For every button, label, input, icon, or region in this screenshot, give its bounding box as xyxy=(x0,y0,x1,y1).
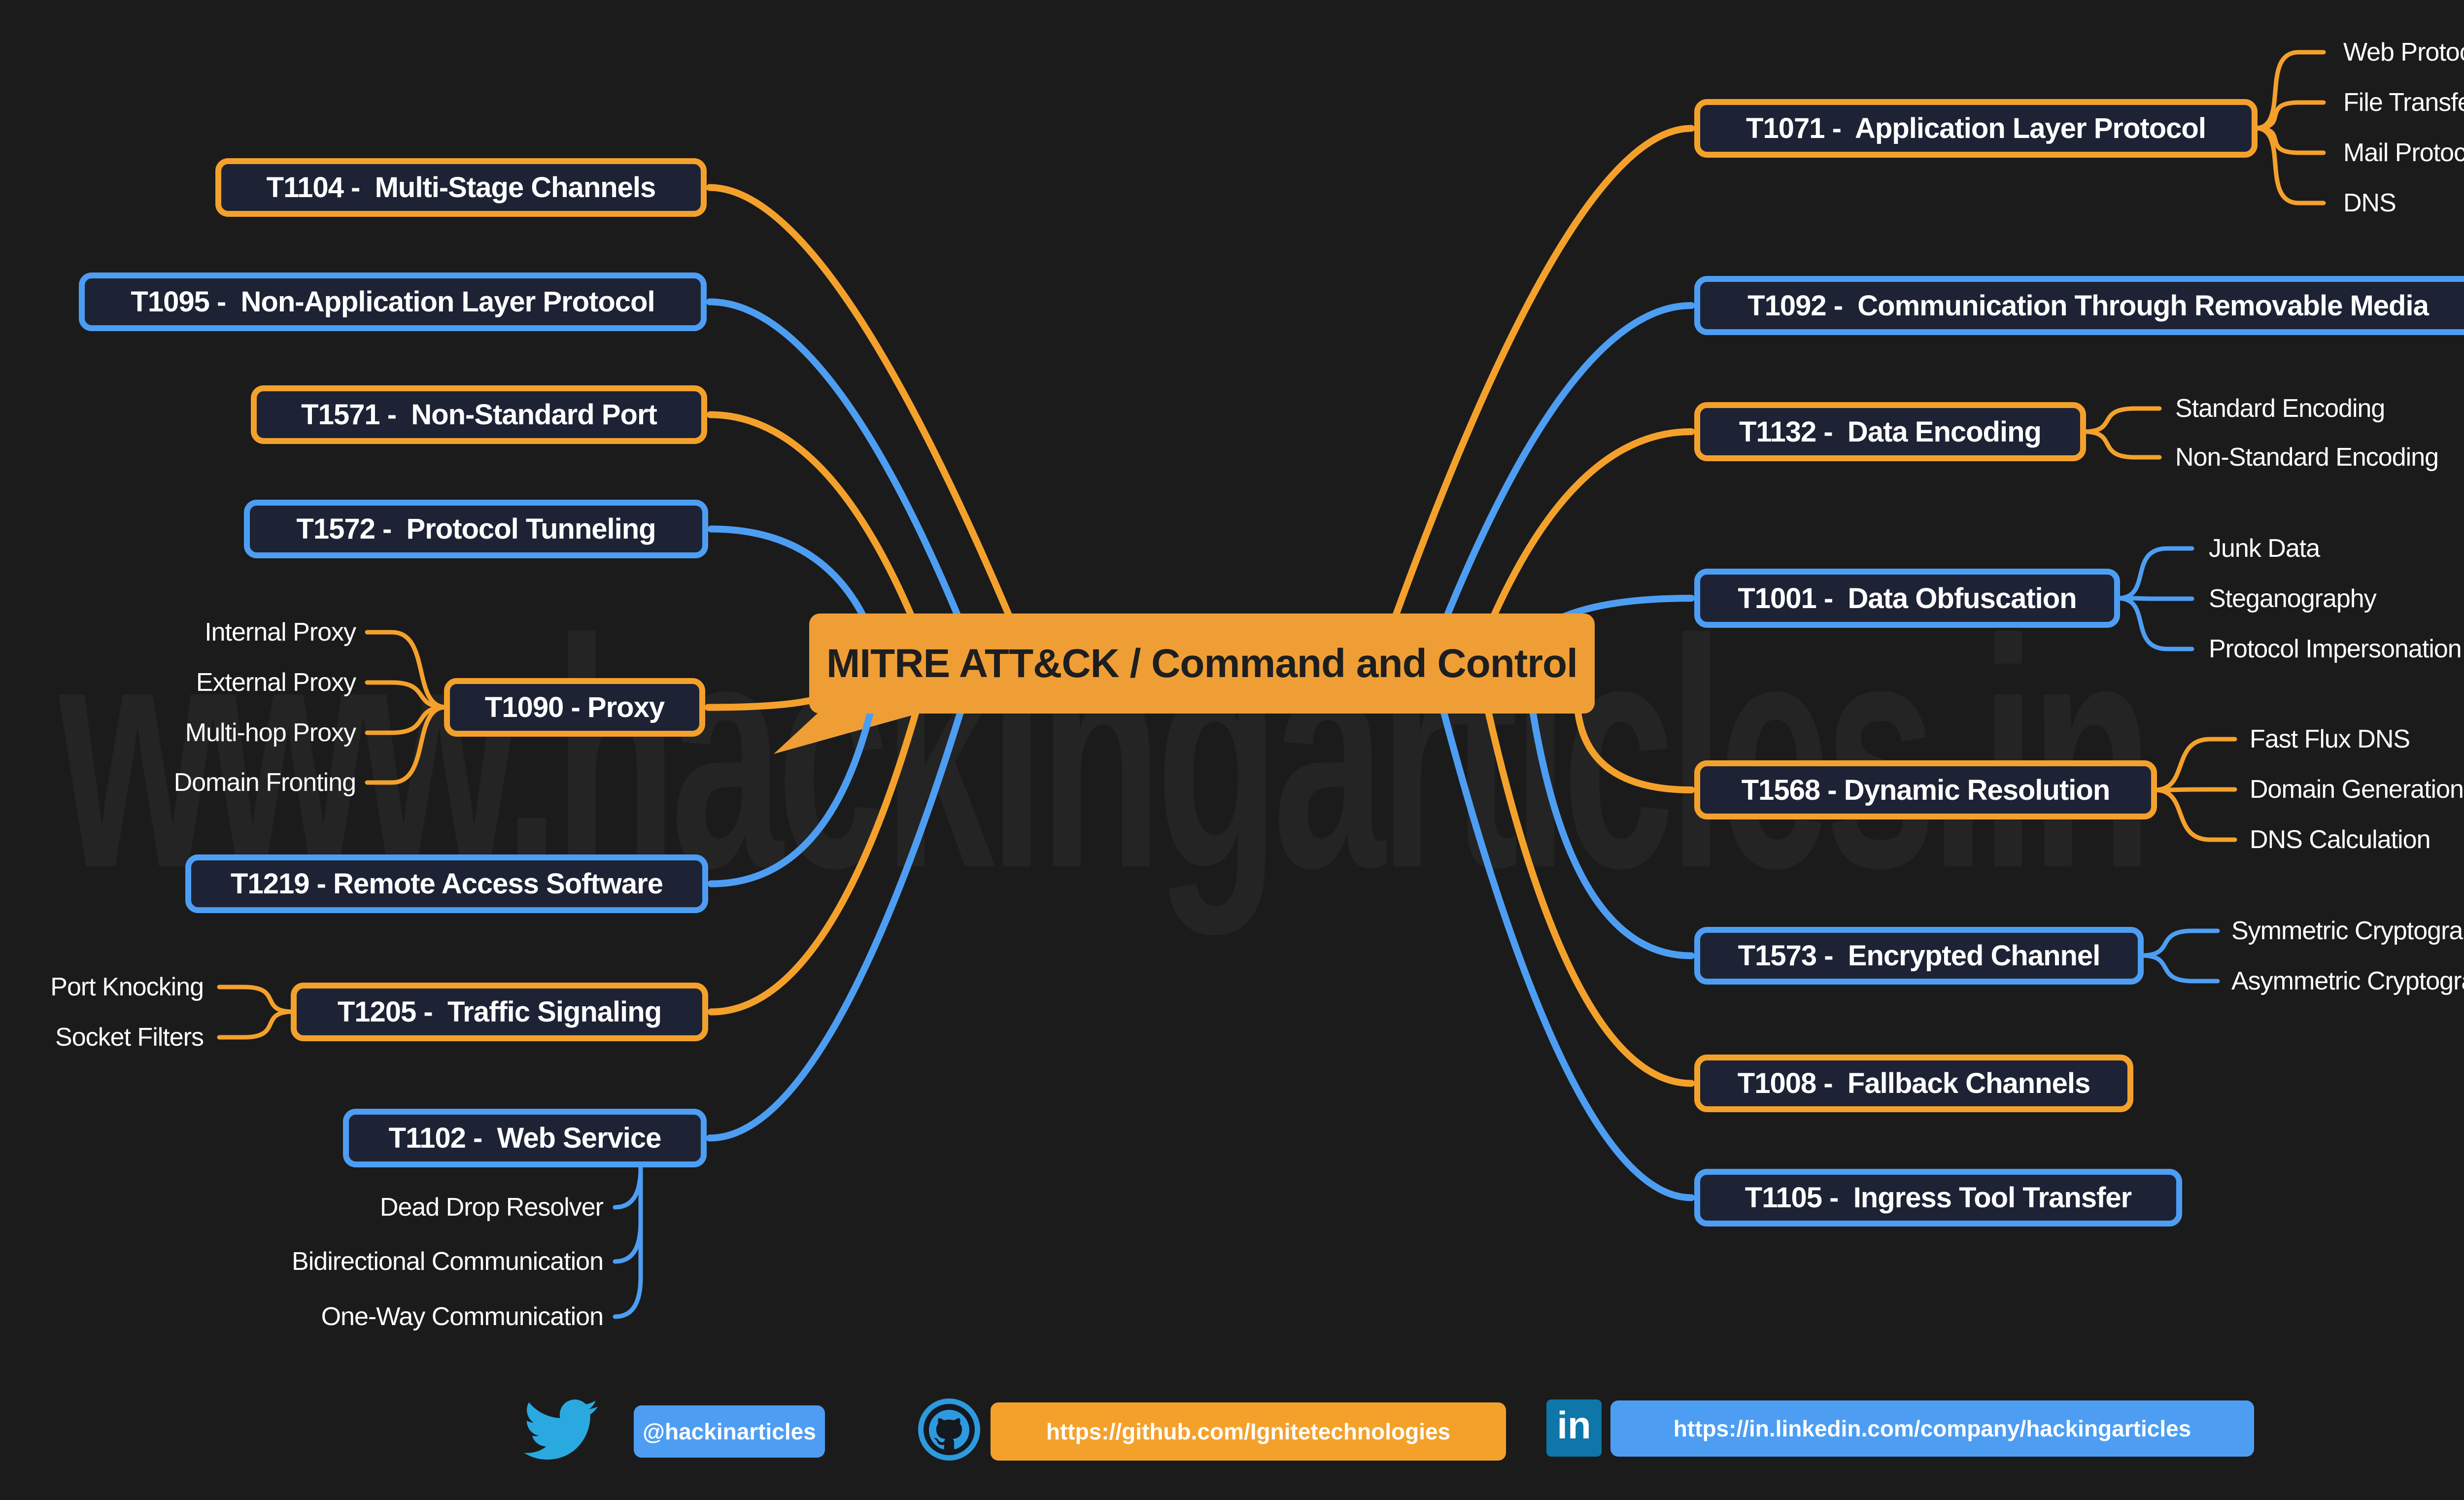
sub-technique-label[interactable]: Junk Data xyxy=(2209,534,2320,563)
sub-technique-label[interactable]: File Transfer Protocols xyxy=(2343,88,2464,117)
technique-node-t1090[interactable]: T1090 - Proxy xyxy=(444,678,705,737)
sub-technique-label[interactable]: Non-Standard Encoding xyxy=(2175,443,2439,472)
sub-technique-label[interactable]: Fast Flux DNS xyxy=(2250,725,2410,753)
sub-technique-label[interactable]: Mail Protocols xyxy=(2343,138,2464,167)
sub-technique-label[interactable]: Web Protocols xyxy=(2343,38,2464,67)
central-topic-node[interactable]: MITRE ATT&CK / Command and Control xyxy=(809,614,1595,714)
linkedin-in-glyph: in xyxy=(1557,1403,1591,1447)
sub-technique-label[interactable]: Steganography xyxy=(2209,584,2377,613)
technique-node-t1001[interactable]: T1001 - Data Obfuscation xyxy=(1694,569,2120,628)
sub-technique-label[interactable]: Domain Generation Algorithms xyxy=(2250,775,2464,804)
technique-node-t1573[interactable]: T1573 - Encrypted Channel xyxy=(1694,927,2144,985)
github-icon[interactable] xyxy=(918,1398,980,1461)
sub-technique-label[interactable]: Multi-hop Proxy xyxy=(185,718,356,747)
technique-node-t1205[interactable]: T1205 - Traffic Signaling xyxy=(291,983,708,1041)
technique-node-t1104[interactable]: T1104 - Multi-Stage Channels xyxy=(215,158,707,217)
technique-node-t1071[interactable]: T1071 - Application Layer Protocol xyxy=(1694,99,2258,158)
technique-node-t1568[interactable]: T1568 - Dynamic Resolution xyxy=(1694,760,2157,819)
sub-technique-label[interactable]: One-Way Communication xyxy=(321,1302,604,1331)
technique-node-t1102[interactable]: T1102 - Web Service xyxy=(343,1109,707,1167)
twitter-handle-button[interactable]: @hackinarticles xyxy=(634,1405,825,1458)
sub-technique-label[interactable]: Internal Proxy xyxy=(205,618,356,647)
sub-technique-label[interactable]: External Proxy xyxy=(196,668,356,697)
sub-technique-label[interactable]: Asymmetric Cryptography xyxy=(2231,967,2464,995)
twitter-icon[interactable] xyxy=(521,1393,600,1466)
github-octocat-glyph xyxy=(929,1410,969,1449)
linkedin-url-button[interactable]: https://in.linkedin.com/company/hackinga… xyxy=(1610,1400,2254,1457)
sub-technique-label[interactable]: Port Knocking xyxy=(50,973,204,1001)
linkedin-icon[interactable]: in xyxy=(1546,1399,1602,1457)
sub-technique-label[interactable]: DNS xyxy=(2343,189,2396,217)
sub-technique-label[interactable]: DNS Calculation xyxy=(2250,825,2430,854)
sub-technique-label[interactable]: Protocol Impersonation xyxy=(2209,635,2462,663)
technique-node-t1095[interactable]: T1095 - Non-Application Layer Protocol xyxy=(79,273,707,331)
technique-node-t1572[interactable]: T1572 - Protocol Tunneling xyxy=(244,500,708,558)
sub-technique-label[interactable]: Domain Fronting xyxy=(173,768,356,797)
technique-node-t1008[interactable]: T1008 - Fallback Channels xyxy=(1694,1055,2133,1112)
sub-technique-label[interactable]: Dead Drop Resolver xyxy=(379,1193,604,1222)
technique-node-t1132[interactable]: T1132 - Data Encoding xyxy=(1694,402,2086,461)
sub-technique-label[interactable]: Standard Encoding xyxy=(2175,394,2385,423)
twitter-bird-glyph xyxy=(524,1399,598,1460)
technique-node-t1219[interactable]: T1219 - Remote Access Software xyxy=(185,854,708,913)
technique-node-t1571[interactable]: T1571 - Non-Standard Port xyxy=(251,385,707,444)
technique-node-t1092[interactable]: T1092 - Communication Through Removable … xyxy=(1694,276,2464,335)
sub-technique-label[interactable]: Socket Filters xyxy=(55,1023,204,1052)
sub-technique-label[interactable]: Symmetric Cryptography xyxy=(2231,917,2464,945)
technique-node-t1105[interactable]: T1105 - Ingress Tool Transfer xyxy=(1694,1169,2182,1227)
github-url-button[interactable]: https://github.com/Ignitetechnologies xyxy=(991,1402,1506,1461)
sub-technique-label[interactable]: Bidirectional Communication xyxy=(292,1247,604,1276)
